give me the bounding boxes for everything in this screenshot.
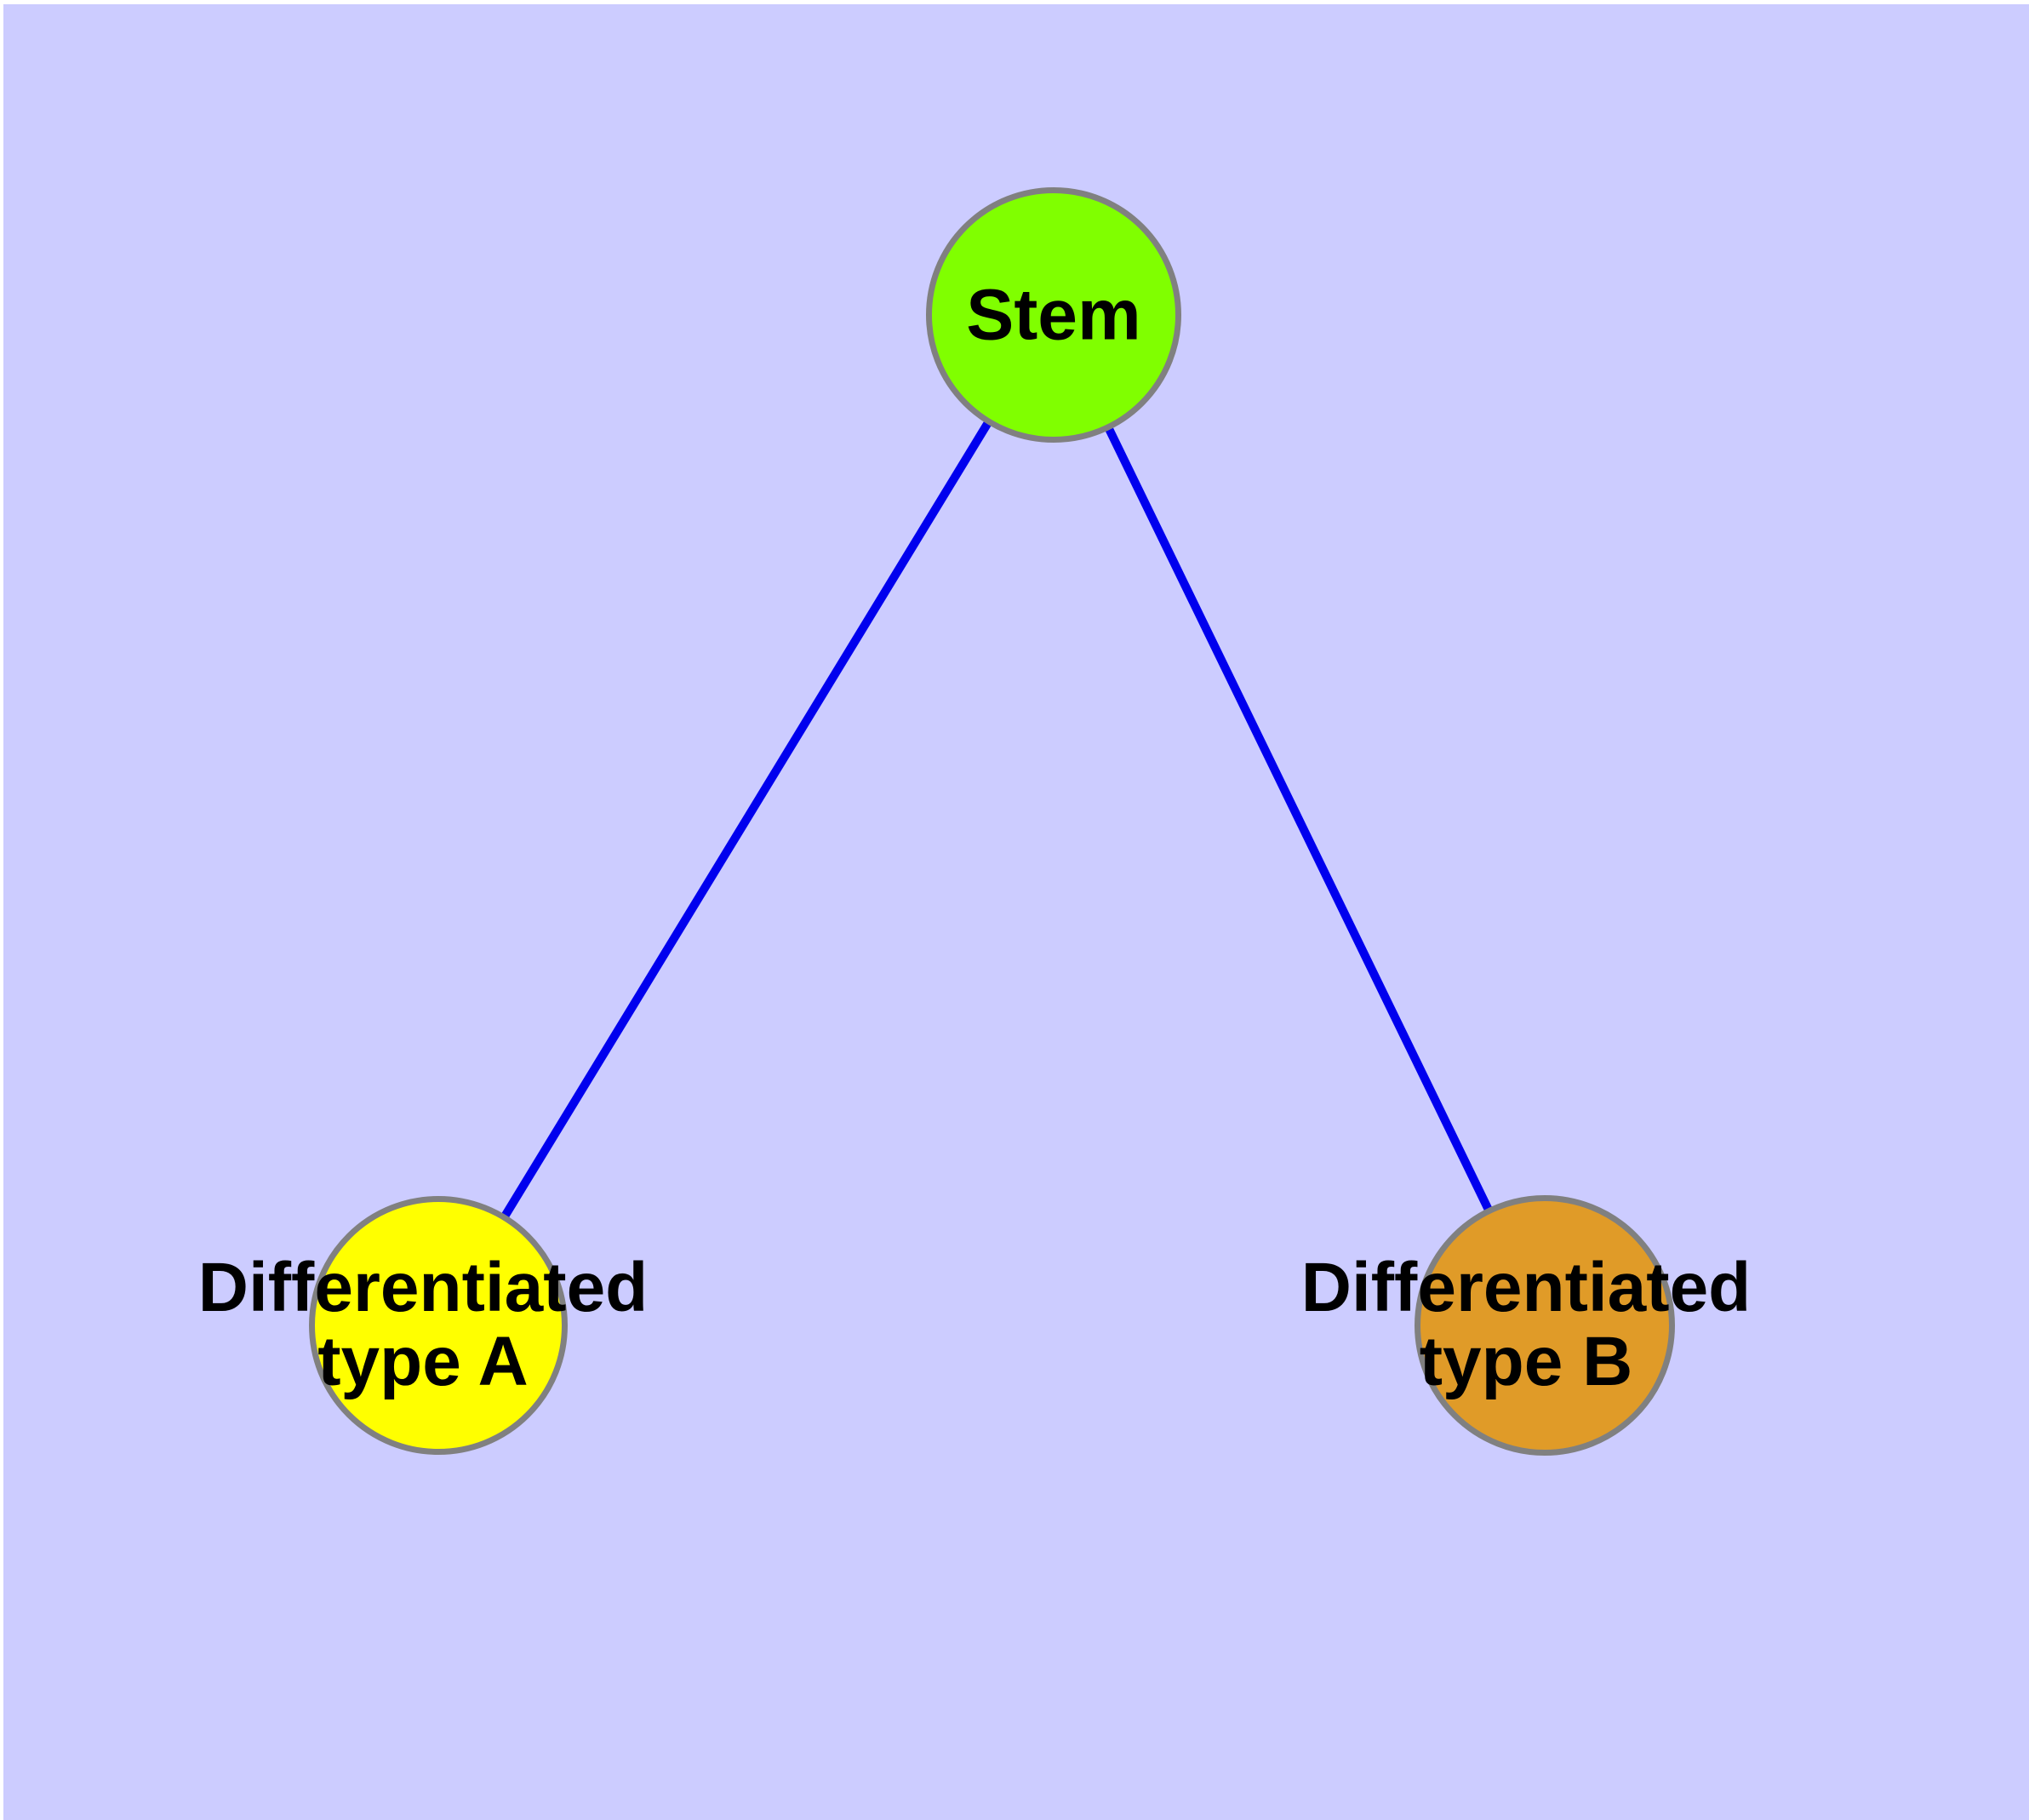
graph-edge-stem-diff_a[interactable] [434, 312, 1058, 1328]
graph-node-stem[interactable] [926, 187, 1181, 443]
graph-edge-stem-diff_b[interactable] [1049, 312, 1549, 1328]
graph-node-diff_a[interactable] [309, 1196, 568, 1455]
node-layer [309, 187, 1675, 1456]
edge-layer [434, 312, 1549, 1328]
graph-node-diff_b[interactable] [1415, 1195, 1675, 1456]
